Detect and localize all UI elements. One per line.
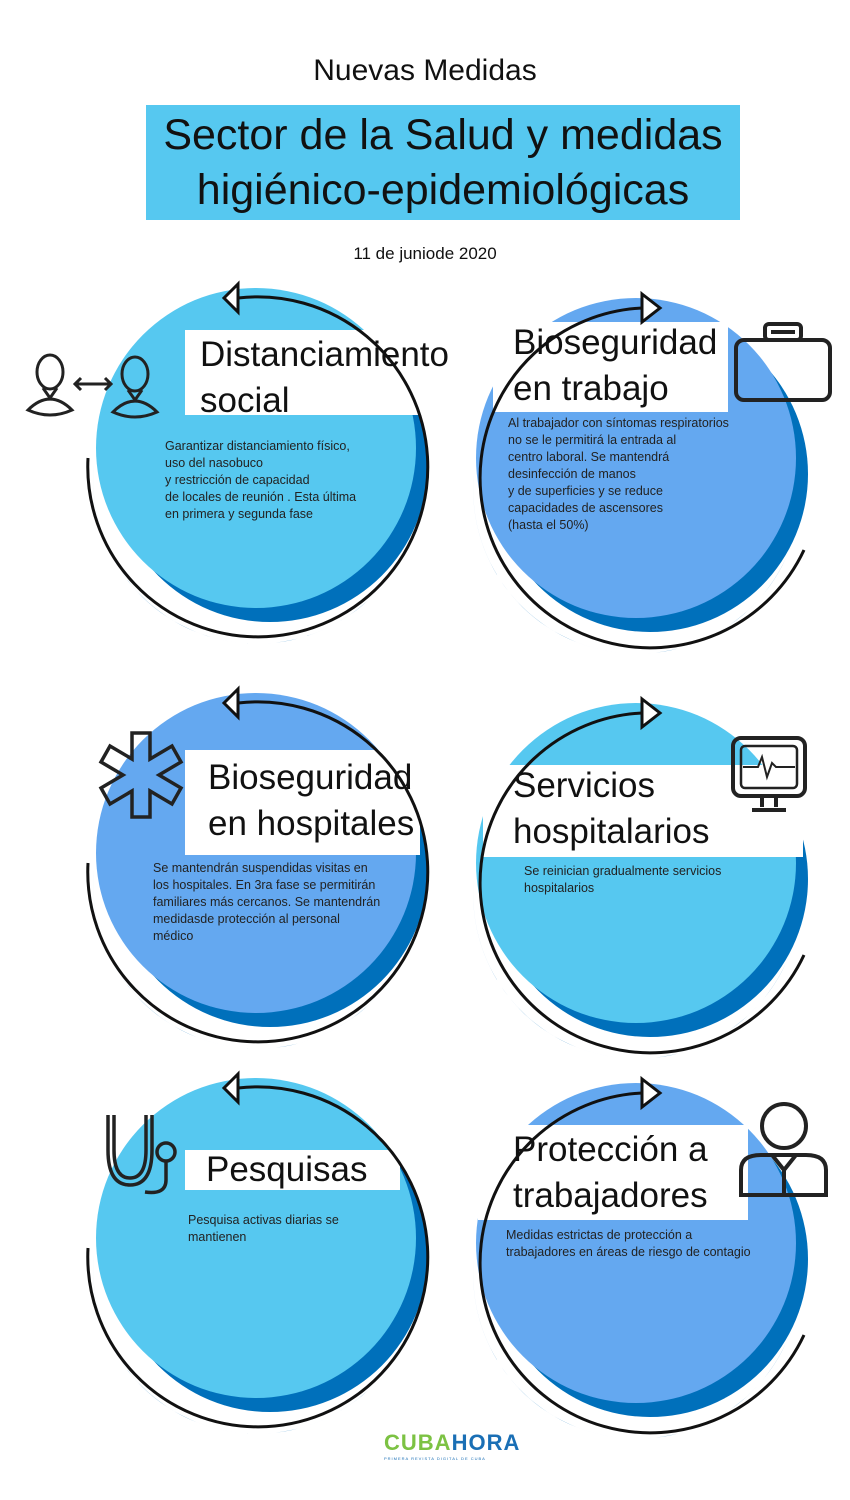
measure-card: Bioseguridad en hospitales Se mantendrán… — [78, 685, 458, 1102]
measure-card: Bioseguridad en trabajo Al trabajador co… — [458, 290, 838, 707]
card-title: Protección a trabajadores — [513, 1130, 708, 1215]
title-banner: Sector de la Salud y medidas higiénico-e… — [146, 105, 740, 220]
card-text: Al trabajador con síntomas respiratorios… — [508, 416, 729, 532]
heart-monitor-icon — [730, 735, 810, 825]
measure-card: Servicios hospitalarios Se reinician gra… — [458, 695, 838, 1112]
logo-text-a: CUBA — [384, 1430, 452, 1455]
card-title: Servicios hospitalarios — [513, 766, 710, 851]
pretitle: Nuevas Medidas — [313, 54, 537, 87]
cubahora-logo: CUBAHORA PRIMERA REVISTA DIGITAL DE CUBA — [384, 1430, 520, 1461]
measure-card: Distanciamiento social Garantizar distan… — [25, 280, 458, 697]
card-title: Distanciamiento social — [200, 335, 449, 420]
medical-star-icon — [96, 730, 186, 825]
date: 11 de juniode 2020 — [353, 244, 497, 263]
card-title: Pesquisas — [206, 1150, 368, 1189]
logo-tagline: PRIMERA REVISTA DIGITAL DE CUBA — [384, 1456, 486, 1461]
card-text: Se mantendrán suspendidas visitas en los… — [153, 861, 381, 943]
social-distance-icon — [23, 348, 163, 433]
card-text: Se reinician gradualmente servicios hosp… — [524, 864, 722, 895]
card-text: Garantizar distanciamiento físico, uso d… — [165, 439, 357, 521]
card-text: Pesquisa activas diarias se mantienen — [188, 1213, 339, 1244]
worker-icon — [736, 1100, 831, 1205]
title-line-1: Sector de la Salud y medidas — [163, 111, 723, 159]
logo-text-b: HORA — [451, 1430, 521, 1455]
measure-card: Pesquisas Pesquisa activas diarias se ma… — [78, 1070, 458, 1487]
card-title: Bioseguridad en trabajo — [513, 323, 718, 408]
title-line-2: higiénico-epidemiológicas — [196, 166, 690, 214]
stethoscope-icon — [100, 1110, 180, 1205]
measure-card: Protección a trabajadores Medidas estric… — [458, 1075, 838, 1492]
card-text: Medidas estrictas de protección a trabaj… — [506, 1228, 751, 1259]
briefcase-icon — [733, 320, 833, 410]
card-title: Bioseguridad en hospitales — [208, 758, 415, 843]
